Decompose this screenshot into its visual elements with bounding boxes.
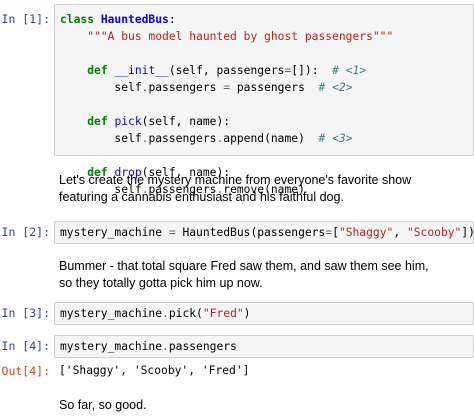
markdown-cell-2: Bummer - that total square Fred saw them… <box>59 258 429 292</box>
code-text <box>60 30 87 43</box>
code-block-1: class HauntedBus: """A bus model haunted… <box>55 5 473 204</box>
markdown-line: So far, so good. <box>59 398 147 412</box>
code-input-3[interactable]: mystery_machine.pick("Fred") <box>54 302 474 325</box>
code-text: mystery_machine <box>60 340 163 353</box>
code-text: self <box>60 183 142 196</box>
code-operator: = <box>284 64 292 77</box>
input-prompt-2: In [2]: <box>1 225 50 239</box>
code-block-4: mystery_machine.passengers <box>55 336 473 357</box>
code-text: HauntedBus(passengers <box>175 226 326 239</box>
code-operator: . <box>141 183 149 196</box>
code-keyword: def <box>87 166 108 179</box>
code-operator: . <box>162 340 169 353</box>
code-text <box>60 64 87 77</box>
code-text: : <box>168 13 176 26</box>
code-operator: = <box>168 226 176 239</box>
code-text: , <box>393 226 407 239</box>
code-line: def drop(self, name): <box>60 164 468 181</box>
markdown-line: so they totally gotta pick him up now. <box>59 276 263 290</box>
code-line: class HauntedBus: <box>60 11 468 28</box>
code-line: self.passengers.append(name) # <3> <box>60 130 468 147</box>
code-block-2: mystery_machine = HauntedBus(passengers=… <box>55 222 474 243</box>
code-text: ) <box>243 307 251 320</box>
code-input-1[interactable]: class HauntedBus: """A bus model haunted… <box>54 4 474 196</box>
code-function-name: drop <box>114 166 142 179</box>
code-text: (self, name): <box>141 115 231 128</box>
code-comment: # <2> <box>318 81 353 94</box>
code-text: (self, name): <box>141 166 231 179</box>
markdown-line: Let's create the mystery machine from ev… <box>59 173 412 187</box>
code-operator: . <box>216 132 224 145</box>
markdown-cell-3: So far, so good. <box>59 397 147 414</box>
code-string: "Scooby" <box>406 226 462 239</box>
code-text: passengers <box>148 132 217 145</box>
code-text: self <box>60 81 142 94</box>
code-line: """A bus model haunted by ghost passenge… <box>60 28 468 45</box>
code-operator: . <box>216 183 224 196</box>
code-function-name: pick <box>114 115 142 128</box>
code-line: self.passengers = passengers # <2> <box>60 79 468 96</box>
code-text: append(name) <box>223 132 319 145</box>
input-prompt-4: In [4]: <box>1 339 50 353</box>
code-line: mystery_machine.pick("Fred") <box>60 305 468 322</box>
code-line <box>60 96 468 113</box>
code-comment: # <3> <box>318 132 353 145</box>
code-operator: . <box>141 132 149 145</box>
markdown-line: featuring a cannabis enthusiast and his … <box>59 190 344 204</box>
code-block-3: mystery_machine.pick("Fred") <box>55 303 473 324</box>
code-comment: # <1> <box>332 64 367 77</box>
code-keyword: def <box>87 64 108 77</box>
code-cell-4[interactable]: In [4]: mystery_machine.passengers <box>0 335 474 358</box>
code-text: passengers <box>148 183 217 196</box>
markdown-cell-1: Let's create the mystery machine from ev… <box>59 172 411 206</box>
code-line: mystery_machine = HauntedBus(passengers=… <box>60 224 474 241</box>
code-operator: . <box>162 307 169 320</box>
code-operator: = <box>223 81 231 94</box>
code-line <box>60 147 468 164</box>
code-text: remove(name) <box>223 183 305 196</box>
code-text: []): <box>291 64 333 77</box>
code-line <box>60 45 468 62</box>
code-class-name: HauntedBus <box>100 13 169 26</box>
code-function-name: __init__ <box>114 64 169 77</box>
code-text <box>60 115 87 128</box>
code-text <box>94 13 101 26</box>
code-string: "Fred" <box>202 307 244 320</box>
code-cell-2[interactable]: In [2]: mystery_machine = HauntedBus(pas… <box>0 221 474 244</box>
code-line: def __init__(self, passengers=[]): # <1> <box>60 62 468 79</box>
code-text: mystery_machine <box>60 226 169 239</box>
code-input-4[interactable]: mystery_machine.passengers <box>54 335 474 358</box>
code-text: [ <box>332 226 339 239</box>
code-operator: = <box>325 226 333 239</box>
code-line: def pick(self, name): <box>60 113 468 130</box>
code-text: passengers <box>148 81 224 94</box>
input-prompt-1: In [1]: <box>1 12 50 26</box>
code-cell-3[interactable]: In [3]: mystery_machine.pick("Fred") <box>0 302 474 325</box>
code-input-2[interactable]: mystery_machine = HauntedBus(passengers=… <box>54 221 474 244</box>
code-string: "Shaggy" <box>338 226 394 239</box>
code-text: pick( <box>168 307 203 320</box>
code-keyword: def <box>87 115 108 128</box>
code-text: (self, passengers <box>168 64 285 77</box>
markdown-line: Bummer - that total square Fred saw them… <box>59 259 429 273</box>
code-keyword: class <box>60 13 95 26</box>
code-text: mystery_machine <box>60 307 163 320</box>
code-text: self <box>60 132 142 145</box>
code-line: self.passengers.remove(name) <box>60 181 468 198</box>
output-prompt-4: Out[4]: <box>1 364 50 378</box>
output-cell-4: Out[4]: ['Shaggy', 'Scooby', 'Fred'] <box>0 362 474 382</box>
input-prompt-3: In [3]: <box>1 306 50 320</box>
code-line: mystery_machine.passengers <box>60 338 468 355</box>
code-cell-1[interactable]: In [1]: class HauntedBus: """A bus model… <box>0 4 474 196</box>
code-text: passengers <box>230 81 319 94</box>
output-text-4: ['Shaggy', 'Scooby', 'Fred'] <box>59 364 250 377</box>
code-text: passengers <box>168 340 237 353</box>
code-text: ]) <box>461 226 474 239</box>
code-string: """A bus model haunted by ghost passenge… <box>87 30 394 43</box>
code-operator: . <box>141 81 149 94</box>
